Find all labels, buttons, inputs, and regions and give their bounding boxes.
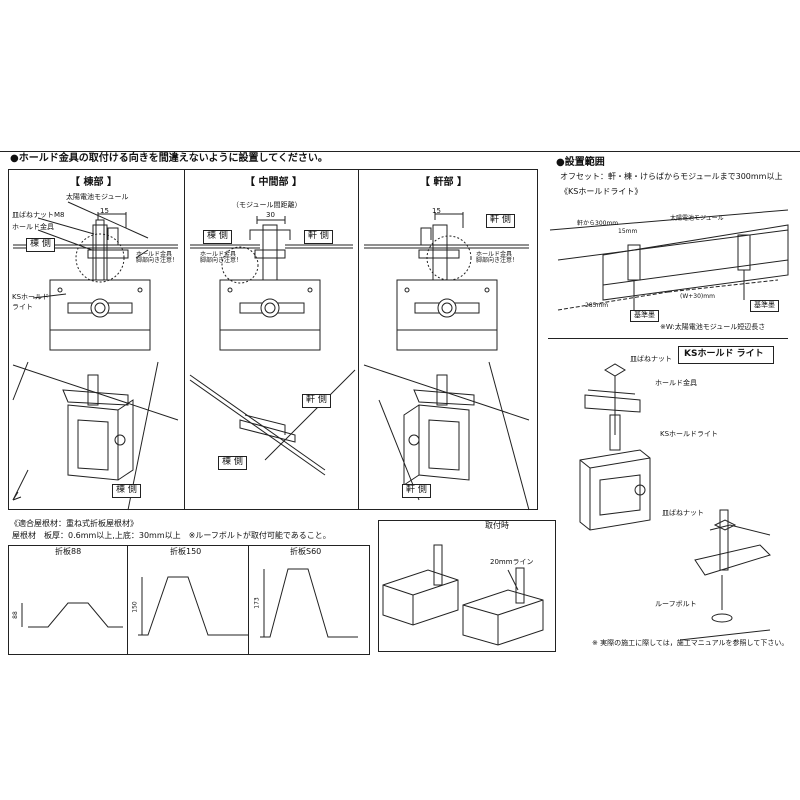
label-warn-2: ホールド金具 脚部向き注意！ bbox=[200, 251, 243, 264]
iso-label-noki: 軒 側 bbox=[402, 484, 431, 498]
mounting-direction-panels bbox=[8, 169, 538, 510]
panel-title-mune: 【 棟部 】 bbox=[70, 177, 117, 188]
mune-section-drawing bbox=[13, 201, 178, 351]
mune-iso-drawing bbox=[12, 361, 179, 511]
panel-title-chukan: 【 中間部 】 bbox=[245, 177, 302, 188]
chukan-side-right: 軒 側 bbox=[304, 230, 333, 244]
label-hold: ホールド金具 bbox=[12, 223, 54, 231]
install-range-title: ●設置範囲 bbox=[556, 157, 605, 168]
roof-profile-name-0: 折板88 bbox=[55, 547, 82, 556]
install-range-offset: オフセット：軒・棟・けらばからモジュールまで300mm以上 bbox=[560, 172, 783, 181]
roof-divider-2 bbox=[248, 545, 249, 655]
label-warn-1: ホールド金具 脚部向き注意！ bbox=[136, 251, 179, 264]
panel-divider-1 bbox=[184, 169, 185, 510]
noki-side-label: 軒 側 bbox=[486, 214, 515, 228]
mounting-line: 20mmライン bbox=[490, 558, 534, 566]
roof-profile-height-0: 88 bbox=[11, 611, 19, 619]
ks-hold-lite-title: KSホールド ライト bbox=[684, 349, 764, 359]
iso-label-chukan-noki: 軒 側 bbox=[302, 394, 331, 408]
roof-profile-height-2: 173 bbox=[253, 597, 261, 609]
roof-heading: 《適合屋根材：重ね式折板屋根材》 bbox=[10, 519, 138, 528]
top-rule bbox=[0, 151, 800, 152]
iso-label-mune: 棟 側 bbox=[112, 484, 141, 498]
label-flange-nut: 皿ばねナットM8 bbox=[12, 211, 65, 219]
install-d15: 15mm bbox=[618, 228, 638, 235]
noki-section-drawing bbox=[364, 212, 529, 351]
noki-iso-drawing bbox=[363, 361, 530, 511]
mounting-frame bbox=[378, 520, 556, 652]
ks-nut: 皿ばねナット bbox=[630, 355, 672, 363]
roof-profile-name-2: 折板S60 bbox=[290, 547, 322, 556]
install-base1: 基準墨 bbox=[630, 310, 659, 322]
install-range-ks-label: 《KSホールドライト》 bbox=[560, 187, 643, 196]
install-base2: 基準墨 bbox=[750, 300, 779, 312]
ks-hold: ホールド金具 bbox=[655, 379, 697, 387]
mounting-title: 取付時 bbox=[485, 521, 509, 530]
ks-ks: KSホールドライト bbox=[660, 430, 719, 438]
install-noki-from: 軒から300mm bbox=[577, 220, 619, 227]
chukan-dim-note: （モジュール間距離） bbox=[232, 201, 302, 209]
install-note: ※W:太陽電池モジュール短辺長さ bbox=[660, 323, 766, 331]
panel-title-noki: 【 軒部 】 bbox=[420, 177, 467, 188]
ks-nut2: 皿ばねナット bbox=[662, 509, 704, 517]
roof-profile-name-1: 折板150 bbox=[170, 547, 202, 556]
roof-profile-height-1: 150 bbox=[131, 601, 139, 613]
label-ks: KSホールド ライト bbox=[12, 293, 50, 311]
chukan-side-left: 棟 側 bbox=[203, 230, 232, 244]
main-heading: ●ホールド金具の取付ける向きを間違えないように設置してください。 bbox=[10, 153, 328, 164]
ks-bolt: ルーフボルト bbox=[655, 600, 697, 608]
ks-hold-lite-title-box bbox=[678, 346, 774, 364]
mune-side-label: 棟 側 bbox=[26, 238, 55, 252]
roof-divider-1 bbox=[127, 545, 128, 655]
ks-hold-lite-drawing bbox=[579, 363, 771, 641]
right-divider bbox=[548, 338, 788, 339]
roof-spec: 屋根材 板厚：0.6mm以上,上底：30mm以上 ※ルーフボルトが取付可能である… bbox=[12, 531, 331, 540]
roof-profiles-frame bbox=[8, 545, 370, 655]
install-d285: 285mm bbox=[585, 302, 609, 309]
label-warn-3: ホールド金具 脚部向き注意！ bbox=[476, 251, 519, 264]
install-module: 太陽電池モジュール bbox=[670, 215, 724, 222]
install-dw: (W+30)mm bbox=[680, 293, 715, 300]
label-dim-15-noki: 15 bbox=[432, 207, 441, 215]
iso-label-chukan-mune: 棟 側 bbox=[218, 456, 247, 470]
label-dim-15: 15 bbox=[100, 207, 109, 215]
panel-divider-2 bbox=[358, 169, 359, 510]
chukan-dim: 30 bbox=[266, 211, 275, 219]
roof-profiles-drawing bbox=[21, 568, 358, 638]
mounting-drawing bbox=[382, 544, 544, 646]
install-range-drawing bbox=[549, 209, 789, 312]
chukan-iso-drawing bbox=[189, 369, 356, 476]
footnote: ※ 実際の施工に際しては，施工マニュアルを参照して下さい。 bbox=[592, 639, 789, 647]
chukan-section-drawing bbox=[190, 216, 353, 351]
label-module: 太陽電池モジュール bbox=[66, 193, 129, 201]
